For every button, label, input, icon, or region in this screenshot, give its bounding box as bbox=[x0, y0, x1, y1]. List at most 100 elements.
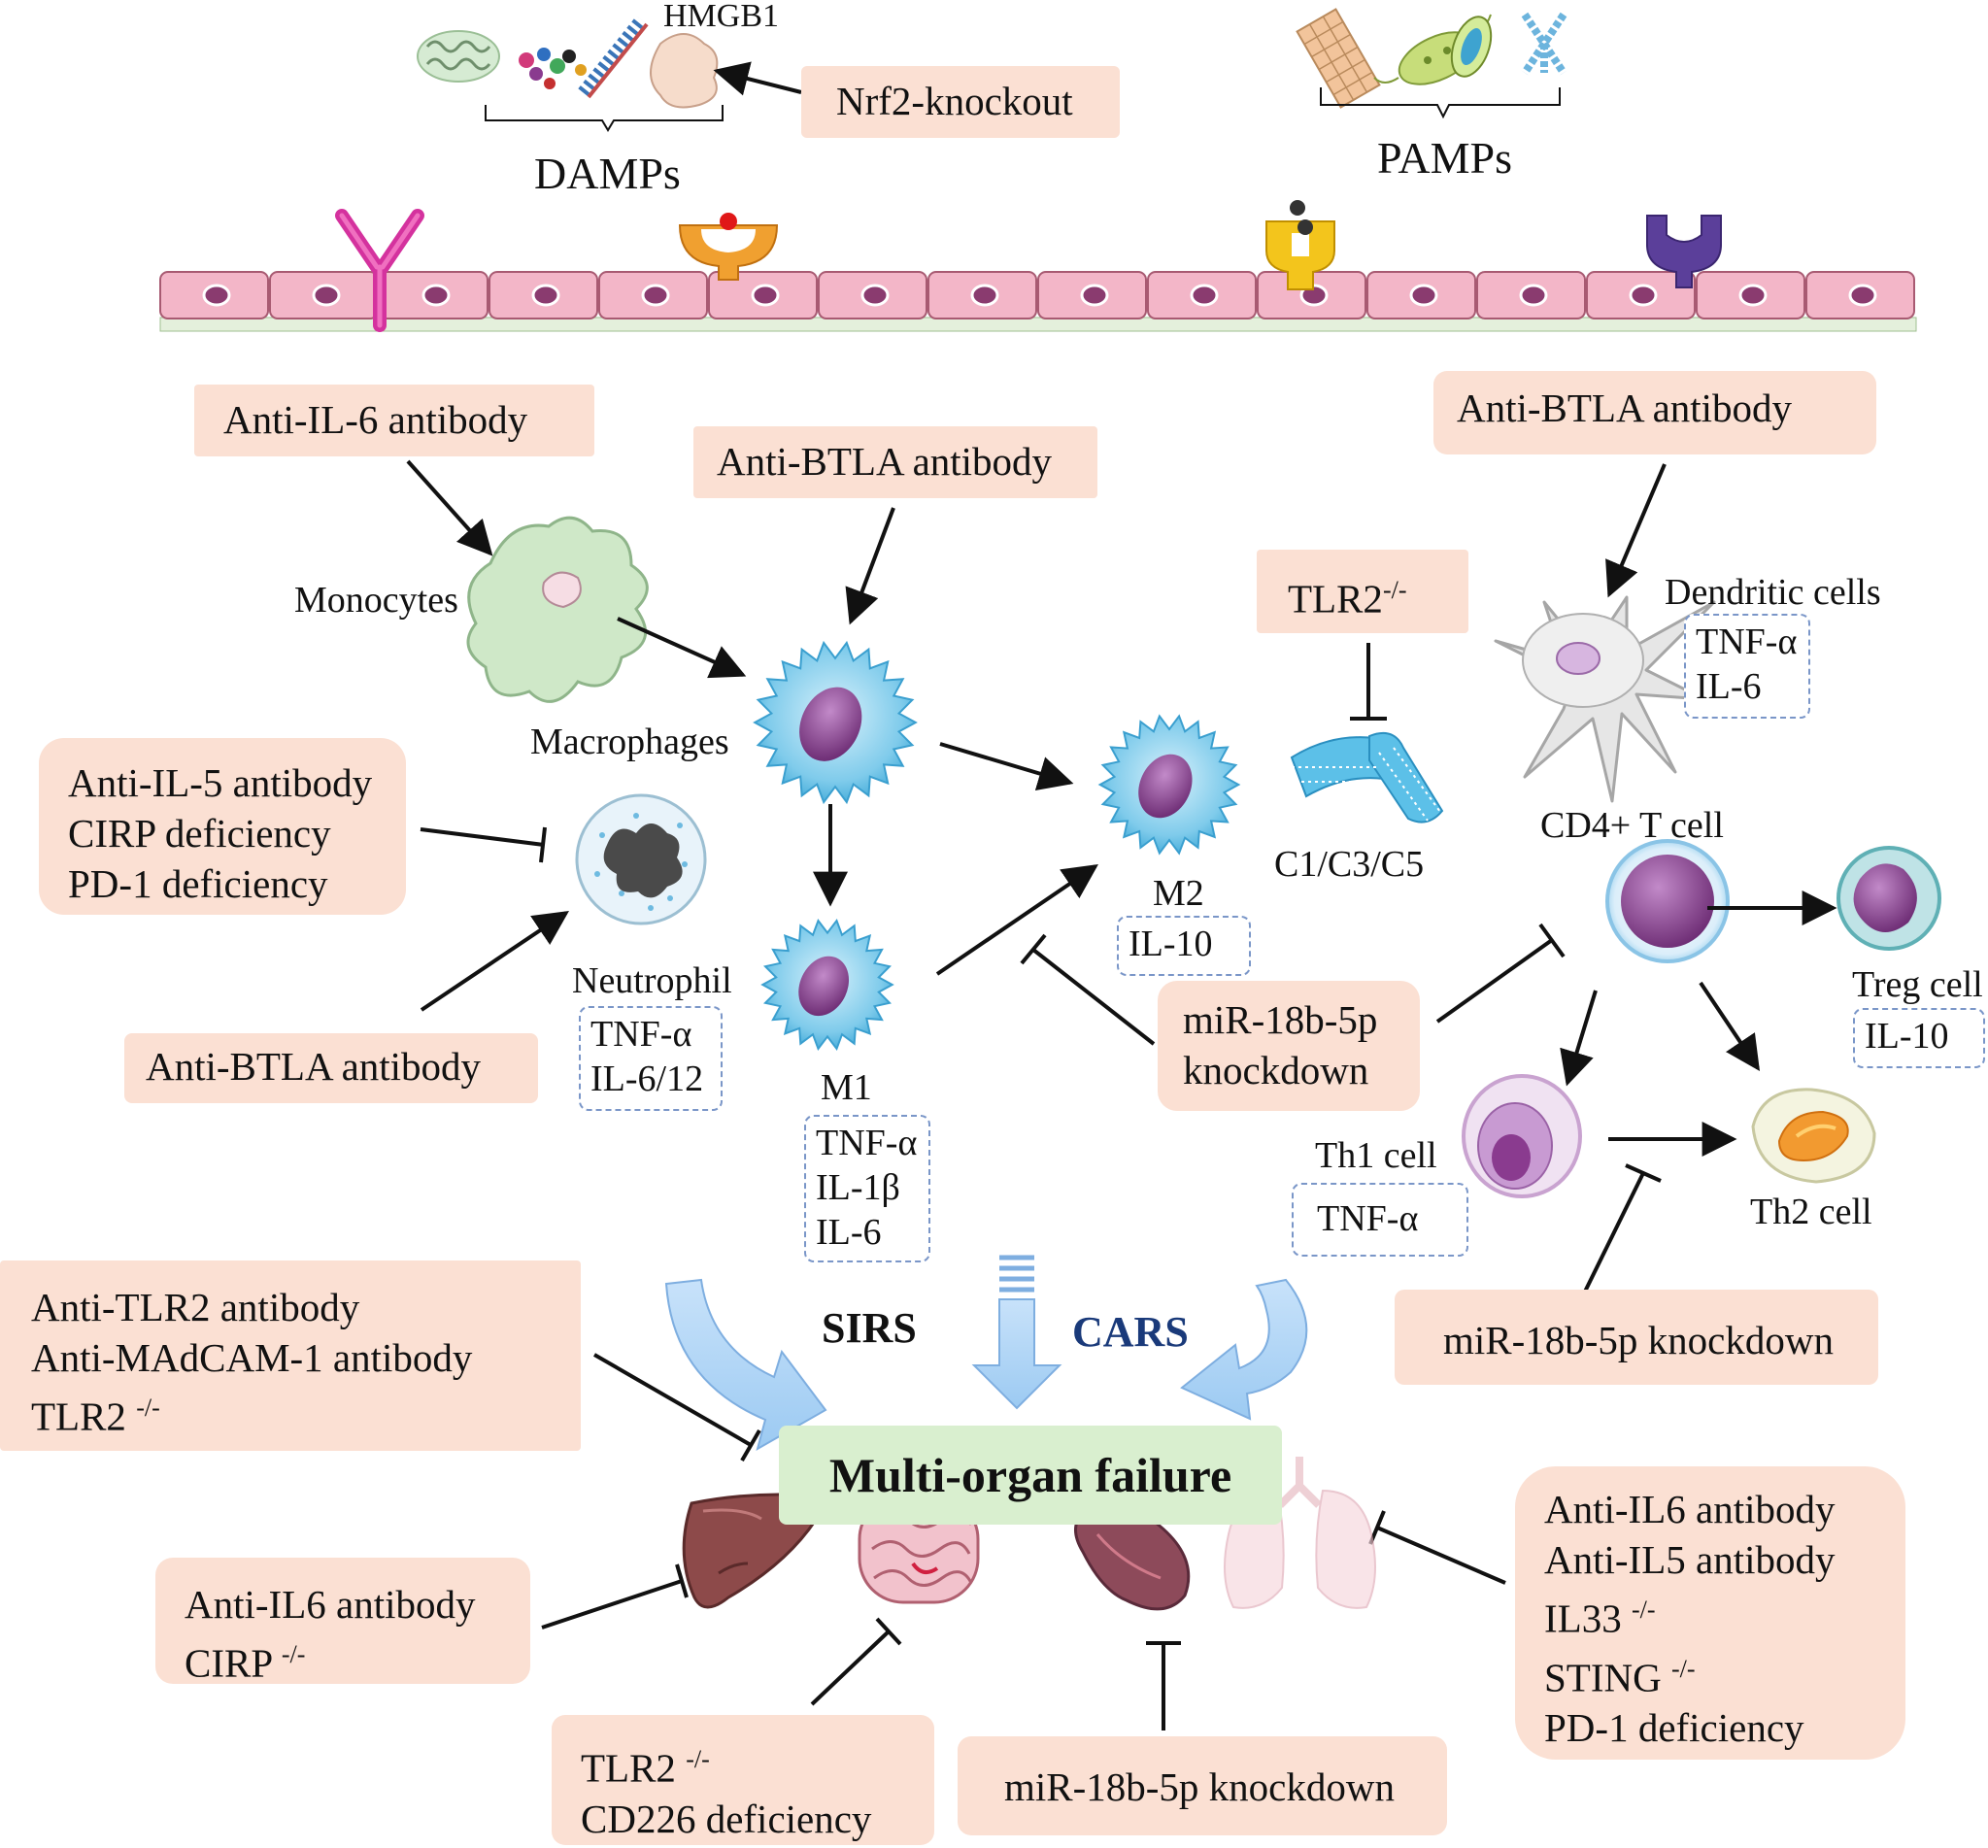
sirs-arrow bbox=[664, 1278, 827, 1452]
th2-cell bbox=[1751, 1088, 1876, 1184]
anti-il5-text: Anti-IL-5 antibody bbox=[68, 760, 373, 805]
th1-cell bbox=[1462, 1074, 1582, 1198]
m1-tnf: TNF-α bbox=[816, 1123, 918, 1163]
damps-brace bbox=[485, 105, 724, 132]
neutrophil-il612: IL-6/12 bbox=[590, 1058, 704, 1099]
lung-box: Anti-IL6 antibody Anti-IL5 antibody IL33… bbox=[1515, 1466, 1905, 1760]
treg-label: Treg cell bbox=[1852, 964, 1983, 1005]
cd4-t-cell bbox=[1605, 839, 1730, 963]
epithelial-cell bbox=[1696, 271, 1805, 319]
th2-label: Th2 cell bbox=[1750, 1192, 1872, 1232]
m1-label: M1 bbox=[821, 1067, 872, 1108]
pamps-icons bbox=[1296, 8, 1567, 109]
tlr2-knockout-box: TLR2-/- bbox=[1257, 550, 1468, 633]
epithelial-cell bbox=[598, 271, 708, 319]
tlr2-sup: -/- bbox=[1382, 576, 1407, 604]
epithelial-cell bbox=[1476, 271, 1586, 319]
lung-pd1-text: PD-1 deficiency bbox=[1544, 1705, 1804, 1751]
nrf2-knockout-text: Nrf2-knockout bbox=[836, 79, 1073, 123]
tlr2-text: TLR2 bbox=[1288, 576, 1383, 622]
purple-receptor bbox=[1646, 215, 1722, 288]
gut-tlr2-sup: -/- bbox=[686, 1745, 710, 1773]
neutrophil-cell bbox=[575, 793, 707, 925]
m2-cytokines: IL-10 bbox=[1117, 916, 1251, 976]
dendritic-cell bbox=[1494, 595, 1716, 803]
m2-il10: IL-10 bbox=[1129, 924, 1213, 964]
cars-center-arrow bbox=[971, 1255, 1062, 1410]
anti-il6-box: Anti-IL-6 antibody bbox=[194, 385, 594, 456]
pd1-deficiency-text: PD-1 deficiency bbox=[68, 861, 328, 906]
anti-btla-center-box: Anti-BTLA antibody bbox=[693, 426, 1097, 498]
gut-box: TLR2 -/- CD226 deficiency bbox=[552, 1715, 934, 1845]
anti-madcam1-text: Anti-MAdCAM-1 antibody bbox=[31, 1335, 473, 1380]
epithelial-cell bbox=[379, 271, 489, 319]
th1-cytokines: TNF-α bbox=[1292, 1183, 1468, 1257]
epithelial-cell bbox=[489, 271, 598, 319]
anti-btla-right-box: Anti-BTLA antibody bbox=[1433, 371, 1876, 454]
mir-center-line1: miR-18b-5p bbox=[1183, 997, 1378, 1042]
hmgb1-label: HMGB1 bbox=[663, 0, 780, 34]
nrf2-arrow bbox=[713, 61, 802, 96]
m1-il6: IL-6 bbox=[816, 1212, 882, 1253]
epithelial-cell bbox=[1037, 271, 1147, 319]
m1-macrophage-cell bbox=[760, 918, 894, 1052]
cars-arrow bbox=[1180, 1278, 1308, 1421]
lung-il33-text: IL33 bbox=[1544, 1596, 1622, 1641]
complement-molecule bbox=[1290, 732, 1444, 823]
epithelial-cell bbox=[1805, 271, 1915, 319]
dendritic-cytokines: TNF-α IL-6 bbox=[1684, 614, 1810, 719]
cd4-label: CD4+ T cell bbox=[1540, 805, 1724, 846]
tlr2-ko-text: TLR2 bbox=[31, 1394, 126, 1439]
m1-il1b: IL-1β bbox=[816, 1167, 900, 1208]
yellow-receptor bbox=[1265, 200, 1335, 290]
anti-btla-left-box: Anti-BTLA antibody bbox=[124, 1033, 538, 1103]
treg-cytokines: IL-10 bbox=[1853, 1008, 1985, 1068]
liver-cirp-sup: -/- bbox=[281, 1640, 306, 1668]
cars-label: CARS bbox=[1072, 1308, 1189, 1356]
anti-tlr2-text: Anti-TLR2 antibody bbox=[31, 1285, 360, 1329]
gut-cd226-text: CD226 deficiency bbox=[581, 1796, 872, 1841]
lung-anti-il5-text: Anti-IL5 antibody bbox=[1544, 1537, 1836, 1582]
monocyte-cell bbox=[466, 516, 649, 703]
basement-membrane bbox=[159, 317, 1917, 332]
left-bottom-box: Anti-TLR2 antibody Anti-MAdCAM-1 antibod… bbox=[0, 1260, 581, 1451]
kidney-box: miR-18b-5p knockdown bbox=[958, 1736, 1447, 1835]
dendritic-tnf: TNF-α bbox=[1696, 622, 1798, 662]
anti-il6-text: Anti-IL-6 antibody bbox=[223, 397, 528, 442]
th1-label: Th1 cell bbox=[1315, 1135, 1437, 1176]
damps-label: DAMPs bbox=[534, 149, 681, 198]
kidney-mir-text: miR-18b-5p knockdown bbox=[1004, 1764, 1395, 1809]
anti-btla-center-text: Anti-BTLA antibody bbox=[717, 439, 1053, 484]
anti-btla-right-text: Anti-BTLA antibody bbox=[1457, 386, 1793, 430]
m2-label: M2 bbox=[1153, 873, 1204, 914]
th1-tnf: TNF-α bbox=[1317, 1198, 1419, 1239]
damps-icons bbox=[417, 16, 719, 109]
anti-btla-left-text: Anti-BTLA antibody bbox=[146, 1044, 482, 1089]
m1-cytokines: TNF-α IL-1β IL-6 bbox=[804, 1115, 930, 1262]
mir-right-text: miR-18b-5p knockdown bbox=[1443, 1318, 1834, 1362]
macrophage-cell bbox=[753, 640, 918, 805]
epithelial-cell bbox=[927, 271, 1037, 319]
tlr2-ko-sup: -/- bbox=[136, 1394, 160, 1422]
nrf2-knockout-box: Nrf2-knockout bbox=[801, 66, 1120, 138]
mir-right-box: miR-18b-5p knockdown bbox=[1395, 1290, 1878, 1385]
m2-macrophage-cell bbox=[1097, 714, 1241, 856]
epithelial-cell bbox=[1586, 271, 1696, 319]
lung-sting-text: STING bbox=[1544, 1655, 1662, 1700]
complement-label: C1/C3/C5 bbox=[1274, 844, 1425, 885]
left-mid-box: Anti-IL-5 antibody CIRP deficiency PD-1 … bbox=[39, 738, 406, 915]
connectors bbox=[406, 459, 1837, 1730]
liver-cirp-text: CIRP bbox=[185, 1640, 272, 1686]
treg-cell bbox=[1836, 846, 1941, 951]
multi-organ-failure: Multi-organ failure bbox=[779, 1426, 1282, 1525]
treg-il10: IL-10 bbox=[1865, 1016, 1949, 1057]
monocytes-label: Monocytes bbox=[294, 580, 458, 621]
orange-receptor bbox=[678, 213, 779, 281]
liver-anti-il6-text: Anti-IL6 antibody bbox=[185, 1582, 476, 1627]
neutrophil-cytokines: TNF-α IL-6/12 bbox=[579, 1006, 723, 1111]
epithelial-cell bbox=[1366, 271, 1476, 319]
dendritic-label: Dendritic cells bbox=[1665, 572, 1881, 613]
epithelial-cell bbox=[1147, 271, 1257, 319]
epithelial-cell bbox=[708, 271, 818, 319]
epithelial-cell bbox=[269, 271, 379, 319]
